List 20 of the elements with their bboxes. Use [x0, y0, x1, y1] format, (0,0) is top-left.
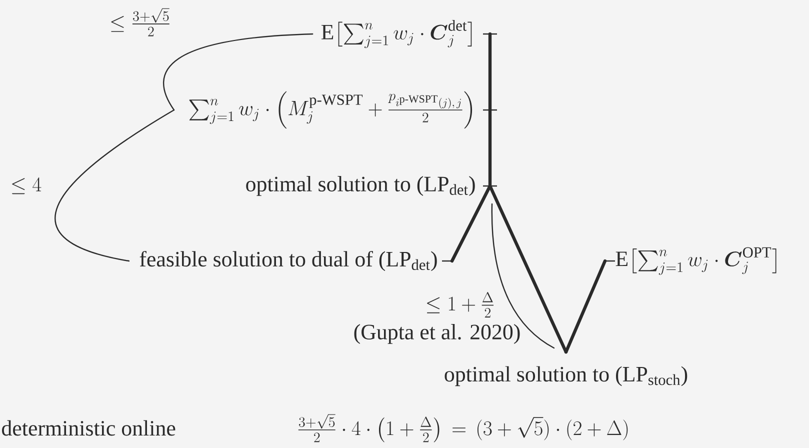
row-label: deterministic online: [2, 420, 176, 436]
node-label: feasible solution to dual of (LP$_{det}$): [140, 250, 437, 272]
formula-label: $\sum_{j=1}^{n} w_j\cdot\left(M_j^{\mathrm{p\text{-}WSPT}}+\frac{p_{i^{\mathrm{p\text{-}WSPT}}(j),\,j}}{2}\right)$: [189, 91, 472, 129]
node-label: optimal solution to (LP$_{stoch}$): [444, 366, 688, 386]
citation-label: (Gupta et al. 2020): [354, 324, 520, 344]
bound-arc: [491, 203, 555, 349]
edge-label: $\le 4$: [12, 177, 42, 194]
formula-label: $\mathrm{E}\bigl[\sum_{j=1}^{n} w_j\cdot \boldsymbol{C}_j^{\mathrm{det}}\bigr]$: [321, 20, 472, 48]
order-line: [564, 259, 607, 354]
edge-label: $\le \frac{3+\sqrt{5}}{2}$: [111, 8, 170, 36]
node-label: optimal solution to (LP$_{det}$): [246, 176, 475, 196]
formula-label: $\frac{3+\sqrt{5}}{2}\cdot 4\cdot\left(1+\frac{\Delta}{2}\right)\,=\,(3+\sqrt{5})\cdot(2+\Delta)$: [298, 414, 628, 442]
edge-label: $\le 1+\frac{\Delta}{2}$: [427, 292, 494, 318]
order-line: [488, 184, 568, 354]
order-line: [488, 108, 492, 188]
order-line: [450, 184, 492, 263]
formula-label: $\mathrm{E}\bigl[\sum_{j=1}^{n} w_j\cdot \boldsymbol{C}_j^{\mathrm{OPT}}\bigr]$: [616, 247, 776, 275]
bound-arc: [163, 33, 314, 111]
order-line: [488, 32, 492, 112]
bound-arc: [54, 109, 175, 262]
